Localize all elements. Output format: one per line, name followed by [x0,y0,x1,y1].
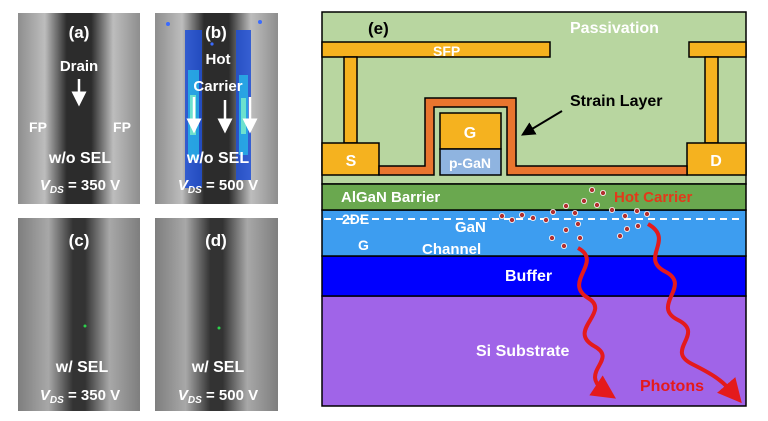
vds-subscript: DS [188,185,202,196]
vds-subscript: DS [50,395,64,406]
sfp-drop-right [704,56,719,144]
pgan-label: p-GaN [449,155,491,171]
panel-a: (a) Drain FP FP w/o SEL VDS = 350 V [18,13,140,204]
photons-label: Photons [640,378,704,395]
source-contact [321,142,380,176]
gan-label: GaN [455,219,486,236]
source-label: S [346,153,357,170]
panel-b: (b) Hot Carrier w/o SEL VDS = 500 V [155,13,278,204]
passivation-label: Passivation [570,20,659,37]
sfp-bar-left [321,41,551,58]
panel-a-vds-value: = 350 V [64,177,120,194]
panel-b-vds: VDS = 500 V [178,177,258,196]
panel-a-fp-left: FP [29,119,47,135]
twodeg-label-b: G [358,237,369,253]
vds-subscript: DS [188,395,202,406]
strain-layer-arrow [520,110,563,136]
passivation-layer [321,11,747,185]
panel-c-condition: w/ SEL [55,359,109,376]
panel-d-tag: (d) [205,231,227,250]
panel-a-tag: (a) [69,23,90,42]
vds-symbol: V [178,177,190,194]
sfp-drop-left [343,56,358,144]
device-cross-section [321,11,747,407]
drain-label: D [710,153,722,170]
panel-c: (c) w/ SEL VDS = 350 V [18,218,140,411]
sfp-label: SFP [433,43,460,59]
vds-symbol: V [178,387,190,404]
panel-a-drain-label: Drain [60,58,98,75]
channel-label: Channel [422,241,481,258]
panel-a-vds: VDS = 350 V [40,177,120,196]
vds-subscript: DS [50,185,64,196]
panel-b-vds-value: = 500 V [202,177,258,194]
strain-layer [378,97,688,176]
vds-symbol: V [40,177,52,194]
gate-label: G [464,125,476,142]
substrate-label: Si Substrate [476,343,569,360]
panel-b-tag: (b) [205,23,227,42]
buffer-label: Buffer [505,268,552,285]
device-tag: (e) [368,19,389,38]
panel-c-tag: (c) [69,231,90,250]
strain-layer-label: Strain Layer [570,93,662,110]
vds-symbol: V [40,387,52,404]
twodeg-label-a: 2DE [342,211,369,227]
panel-a-fp-right: FP [113,119,131,135]
hot-carrier-dots [498,186,651,249]
drain-contact [686,142,747,176]
panel-c-vds: VDS = 350 V [40,387,120,406]
panel-b-hot-label: Hot [206,51,231,68]
panel-c-vds-value: = 350 V [64,387,120,404]
panel-b-condition: w/o SEL [186,150,249,167]
panel-d-vds: VDS = 500 V [178,387,258,406]
panel-d-vds-value: = 500 V [202,387,258,404]
panel-d-condition: w/ SEL [191,359,245,376]
hot-carrier-label: Hot Carrier [614,189,693,206]
panel-b-carrier-label: Carrier [193,78,242,95]
panel-a-condition: w/o SEL [48,150,111,167]
pgan-layer [439,148,502,176]
gate-metal [439,112,502,150]
barrier-label: AlGaN Barrier [341,189,440,206]
sfp-bar-right [688,41,747,58]
photon-path-right [646,222,742,404]
substrate-layer [321,295,747,407]
photon-path-left [576,246,616,399]
barrier-layer [321,183,747,211]
panel-d: (d) w/ SEL VDS = 500 V [155,218,278,411]
